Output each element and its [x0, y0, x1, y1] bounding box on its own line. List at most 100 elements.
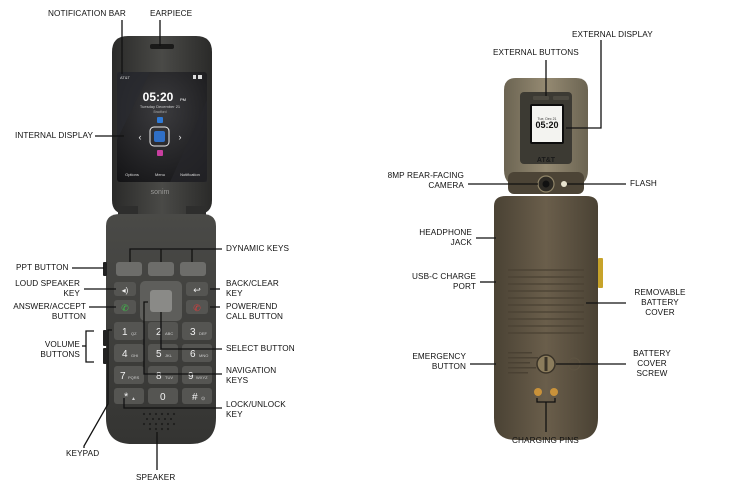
label-battery-screw: BATTERY COVER SCREW [618, 349, 686, 379]
key-5-letters: JKL [165, 353, 173, 358]
label-answer-line2: BUTTON [51, 312, 86, 321]
loud-speaker-key[interactable] [114, 282, 136, 296]
label-screw-line2: COVER [637, 359, 667, 368]
key-5[interactable] [148, 344, 178, 362]
label-battery-line2: BATTERY [641, 298, 679, 307]
dynamic-key-right[interactable] [180, 262, 206, 276]
key-star[interactable] [114, 388, 144, 404]
label-flash: FLASH [630, 179, 657, 188]
label-power-line1: POWER/END [226, 302, 278, 311]
earpiece [150, 44, 174, 49]
phone-answer-icon: ✆ [121, 303, 129, 313]
label-keypad: KEYPAD [66, 449, 100, 458]
key-8[interactable] [148, 366, 178, 384]
front-phone: AT&T 05:20 PM Tuesday December 21 Bradfo… [103, 36, 216, 444]
key-9[interactable] [182, 366, 212, 384]
label-lock-unlock: LOCK/UNLOCK KEY [226, 400, 286, 420]
external-button-right[interactable] [553, 96, 569, 100]
speaker-grille [142, 412, 176, 431]
back-clear-key[interactable] [186, 282, 208, 296]
front-logo: sonim [151, 189, 170, 196]
key-6-letters: MNO [199, 353, 208, 358]
battery-cover-ribs [508, 269, 584, 334]
key-7-digit: 7 [120, 371, 126, 382]
back-arrow-icon: ↩ [193, 285, 201, 295]
label-back-clear-line2: KEY [226, 289, 243, 298]
label-nav-line2: KEYS [226, 376, 249, 385]
label-usb-c: USB-C CHARGE PORT [398, 272, 476, 292]
flash [561, 181, 567, 187]
key-1-digit: 1 [122, 327, 128, 338]
key-9-digit: 9 [188, 371, 194, 382]
label-emergency-line2: BUTTON [431, 362, 466, 371]
label-lock-line2: KEY [226, 410, 243, 419]
select-button[interactable] [150, 290, 172, 312]
key-9-letters: WXYZ [196, 375, 208, 380]
label-camera: 8MP REAR-FACING CAMERA [386, 171, 464, 191]
key-5-digit: 5 [156, 349, 162, 360]
label-headphone-line2: JACK [450, 238, 472, 247]
label-back-clear-key: BACK/CLEAR KEY [226, 279, 279, 299]
key-8-letters: TUV [165, 375, 173, 380]
label-battery-line1: REMOVABLE [634, 288, 686, 297]
phone-end-icon: ✆ [193, 303, 201, 313]
label-external-buttons: EXTERNAL BUTTONS [493, 48, 579, 57]
key-0[interactable] [148, 388, 178, 404]
external-button-left[interactable] [533, 96, 549, 100]
label-dynamic-keys: DYNAMIC KEYS [226, 244, 290, 253]
leader-lines [72, 20, 626, 470]
label-camera-line2: CAMERA [428, 181, 464, 190]
key-8-digit: 8 [156, 371, 162, 382]
label-screw-line3: SCREW [636, 369, 668, 378]
key-2-letters: ABC [165, 331, 173, 336]
label-nav-line1: NAVIGATION [226, 366, 277, 375]
speaker-icon: ◂) [122, 286, 129, 295]
label-headphone-line1: HEADPHONE [419, 228, 472, 237]
label-lock-line1: LOCK/UNLOCK [226, 400, 286, 409]
label-emergency-line1: EMERGENCY [412, 352, 466, 361]
label-screw-line1: BATTERY [633, 349, 671, 358]
label-earpiece: EARPIECE [150, 9, 193, 18]
key-2-digit: 2 [156, 327, 162, 338]
screen-location: Bradford [153, 110, 166, 114]
key-1-letters: QZ [131, 331, 137, 336]
label-usb-line1: USB-C CHARGE [412, 272, 476, 281]
answer-accept-button[interactable] [114, 300, 136, 314]
key-7[interactable] [114, 366, 144, 384]
label-headphone-jack: HEADPHONE JACK [404, 228, 472, 248]
svg-text:⊙: ⊙ [201, 396, 205, 402]
label-back-clear-line1: BACK/CLEAR [226, 279, 279, 288]
screen-ampm: PM [180, 97, 186, 102]
regulatory-text [508, 352, 538, 374]
key-4-digit: 4 [122, 349, 128, 360]
key-3[interactable] [182, 322, 212, 340]
dynamic-key-center[interactable] [148, 262, 174, 276]
key-3-digit: 3 [190, 327, 196, 338]
label-answer-line1: ANSWER/ACCEPT [13, 302, 86, 311]
back-body [494, 196, 598, 440]
label-loud-speaker-line2: KEY [63, 289, 80, 298]
label-ppt-button: PPT BUTTON [16, 263, 69, 272]
key-2[interactable] [148, 322, 178, 340]
power-end-button[interactable] [186, 300, 208, 314]
soft-right-label: Notification [180, 172, 200, 177]
svg-text:▲: ▲ [131, 396, 136, 402]
key-4[interactable] [114, 344, 144, 362]
label-emergency-button: EMERGENCY BUTTON [398, 352, 466, 372]
label-answer-accept: ANSWER/ACCEPT BUTTON [4, 302, 86, 322]
dynamic-key-left[interactable] [116, 262, 142, 276]
key-hash[interactable] [182, 388, 212, 404]
label-speaker: SPEAKER [136, 473, 176, 482]
external-date: Tue, Dec 21 [538, 117, 557, 121]
key-7-letters: PQRS [128, 375, 140, 380]
label-charging-pins: CHARGING PINS [512, 436, 579, 445]
label-navigation-keys: NAVIGATION KEYS [226, 366, 276, 386]
key-1[interactable] [114, 322, 144, 340]
back-phone: 05:20 Tue, Dec 21 AT&T [494, 78, 603, 440]
label-internal-display: INTERNAL DISPLAY [15, 131, 94, 140]
svg-text:›: › [179, 132, 182, 142]
key-hash-glyph: # [192, 392, 198, 403]
label-camera-line1: 8MP REAR-FACING [387, 171, 464, 180]
soft-center-label: Menu [155, 172, 165, 177]
